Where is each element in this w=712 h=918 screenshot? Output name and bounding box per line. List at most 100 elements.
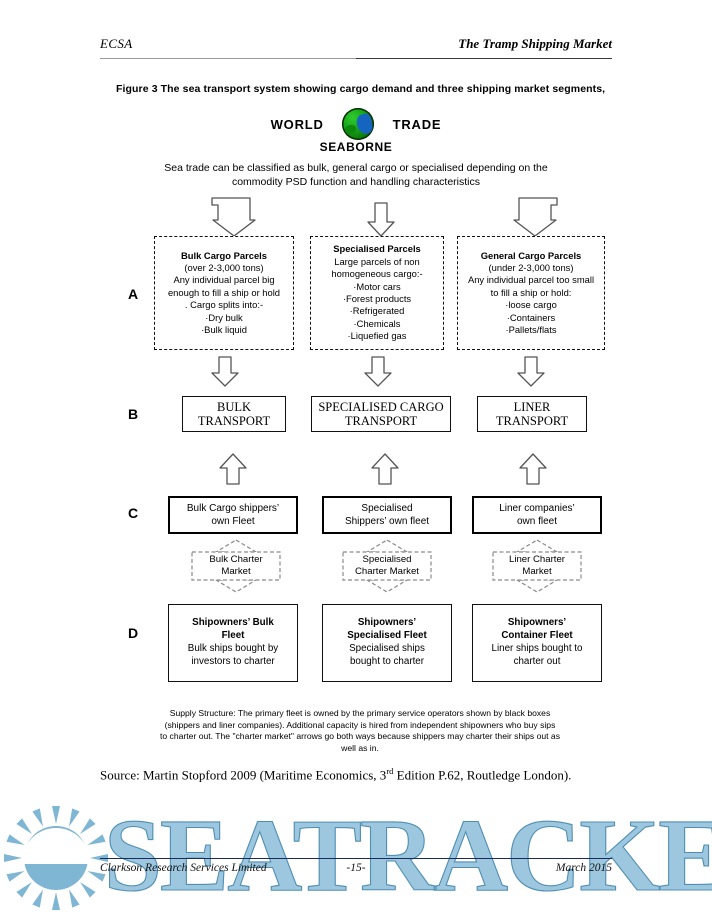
arrow-down-middle [366,202,396,238]
box-line: Bulk ships bought by [187,643,279,654]
box-line: Specialised [361,503,413,514]
arrow-up-c-to-b-2 [370,452,400,486]
box-title: Shipowners’ [357,617,417,629]
box-title: Specialised Parcels [333,243,421,255]
box-line: charter out [513,655,561,667]
supply-structure-note: Supply Structure: The primary fleet is o… [160,708,561,753]
box-line: Liner companies’ [499,503,575,514]
box-specialised-cargo-transport: SPECIALISED CARGO TRANSPORT [311,396,451,432]
page-footer: Clarkson Research Services Limited -15- … [100,858,612,880]
trade-label: TRADE [392,116,442,132]
box-line: bought to charter [349,655,425,667]
box-line: Specialised ships [349,643,425,654]
page-header: ECSA The Tramp Shipping Market [100,36,612,62]
footer-company: Clarkson Research Services Limited [100,862,267,874]
arrow-down-a-to-b-3 [516,356,546,388]
box-line: ·Liquefied gas [347,330,407,342]
charter-market-arrow-specialised: Specialised Charter Market [341,538,433,594]
box-bulk-cargo-parcels: Bulk Cargo Parcels (over 2-3,000 tons) A… [154,236,294,350]
charter-line: Liner Charter [509,553,565,565]
box-line: homogeneous cargo:- [331,268,423,280]
arrow-down-right-elbow [513,196,559,238]
footer-page-number: -15- [346,862,366,874]
charter-market-arrow-bulk: Bulk Charter Market [190,538,282,594]
charter-line: Bulk Charter [209,553,263,565]
source-suffix: Edition P.62, Routledge London). [393,767,572,783]
box-line: ·Containers [506,311,556,323]
box-specialised-shippers-own-fleet: Specialised Shippers’ own fleet [322,496,452,534]
box-line: ·Motor cars [353,280,401,292]
box-line: ·Chemicals [353,317,401,329]
box-shipowners-bulk-fleet: Shipowners’ Bulk Fleet Bulk ships bought… [168,604,298,682]
watermark-text: SEATRACKER.RU [104,798,712,913]
box-title: Bulk Cargo Parcels [181,249,267,261]
box-line: TRANSPORT [197,414,271,428]
source-line: Source: Martin Stopford 2009 (Maritime E… [100,766,620,783]
header-left-text: ECSA [100,36,133,51]
box-specialised-parcels: Specialised Parcels Large parcels of non… [310,236,444,350]
box-line: ·loose cargo [505,299,557,311]
charter-line: Specialised [362,553,412,565]
box-line: . Cargo splits into:- [184,299,264,311]
charter-line: Market [522,566,552,577]
row-label-b: B [128,406,139,422]
box-line: TRANSPORT [344,414,418,428]
globe-earth-icon [342,108,375,140]
charter-line: Charter Market [355,566,419,577]
box-bulk-cargo-shippers-own-fleet: Bulk Cargo shippers’ own Fleet [168,496,298,534]
box-line: BULK [216,399,252,414]
box-line: to fill a ship or hold: [490,286,572,298]
box-line: Any individual parcel big [173,274,275,286]
box-title: Shipowners’ [507,617,567,629]
box-shipowners-container-fleet: Shipowners’ Container Fleet Liner ships … [472,604,602,682]
row-label-c: C [128,505,139,521]
source-ordinal: rd [386,766,394,776]
box-line: ·Refrigerated [349,305,405,317]
figure-blurb: Sea trade can be classified as bulk, gen… [164,162,548,188]
box-title: Container Fleet [501,630,573,642]
box-line: LINER [513,399,551,414]
box-line: Any individual parcel too small [467,274,595,286]
box-title: General Cargo Parcels [480,249,582,261]
box-line: Bulk Cargo shippers’ [186,503,280,514]
header-right-text: The Tramp Shipping Market [458,36,612,51]
arrow-up-c-to-b-1 [218,452,248,486]
footer-date: March 2015 [555,862,612,874]
world-trade-row: WORLD TRADE [0,108,712,140]
row-label-a: A [128,286,139,302]
header-rule-dark [356,58,612,59]
charter-market-arrow-liner: Liner Charter Market [491,538,583,594]
box-general-cargo-parcels: General Cargo Parcels (under 2-3,000 ton… [457,236,605,350]
box-line: own fleet [516,516,558,527]
box-line: ·Pallets/flats [505,324,557,336]
figure-title: Figure 3 The sea transport system showin… [116,83,606,95]
arrow-up-c-to-b-3 [518,452,548,486]
box-line: ·Forest products [342,293,412,304]
box-title: Specialised Fleet [347,630,427,642]
box-liner-transport: LINER TRANSPORT [477,396,587,432]
box-line: SPECIALISED CARGO [318,399,444,414]
world-label: WORLD [270,116,324,132]
box-title: Fleet [221,630,245,642]
box-line: Shippers’ own fleet [344,516,430,527]
box-line: (under 2-3,000 tons) [488,261,574,273]
box-line: own Fleet [211,516,255,527]
source-prefix: Source: Martin Stopford 2009 (Maritime E… [100,767,387,783]
box-line: Large parcels of non [334,255,420,267]
box-line: enough to fill a ship or hold [167,286,281,298]
sunburst-logo-icon [4,806,108,910]
box-line: ·Dry bulk [205,311,243,323]
box-line: Liner ships bought to [491,643,583,654]
box-line: investors to charter [191,655,275,667]
box-line: ·Bulk liquid [201,324,247,336]
footer-rule [100,858,612,859]
seaborne-label: SEABORNE [319,140,393,154]
arrow-down-a-to-b-2 [363,356,393,388]
box-line: (over 2-3,000 tons) [184,261,264,273]
charter-line: Market [221,566,251,577]
arrow-down-left-elbow [210,196,256,238]
box-shipowners-specialised-fleet: Shipowners’ Specialised Fleet Specialise… [322,604,452,682]
box-title: Shipowners’ Bulk [192,617,274,629]
box-bulk-transport: BULK TRANSPORT [182,396,286,432]
